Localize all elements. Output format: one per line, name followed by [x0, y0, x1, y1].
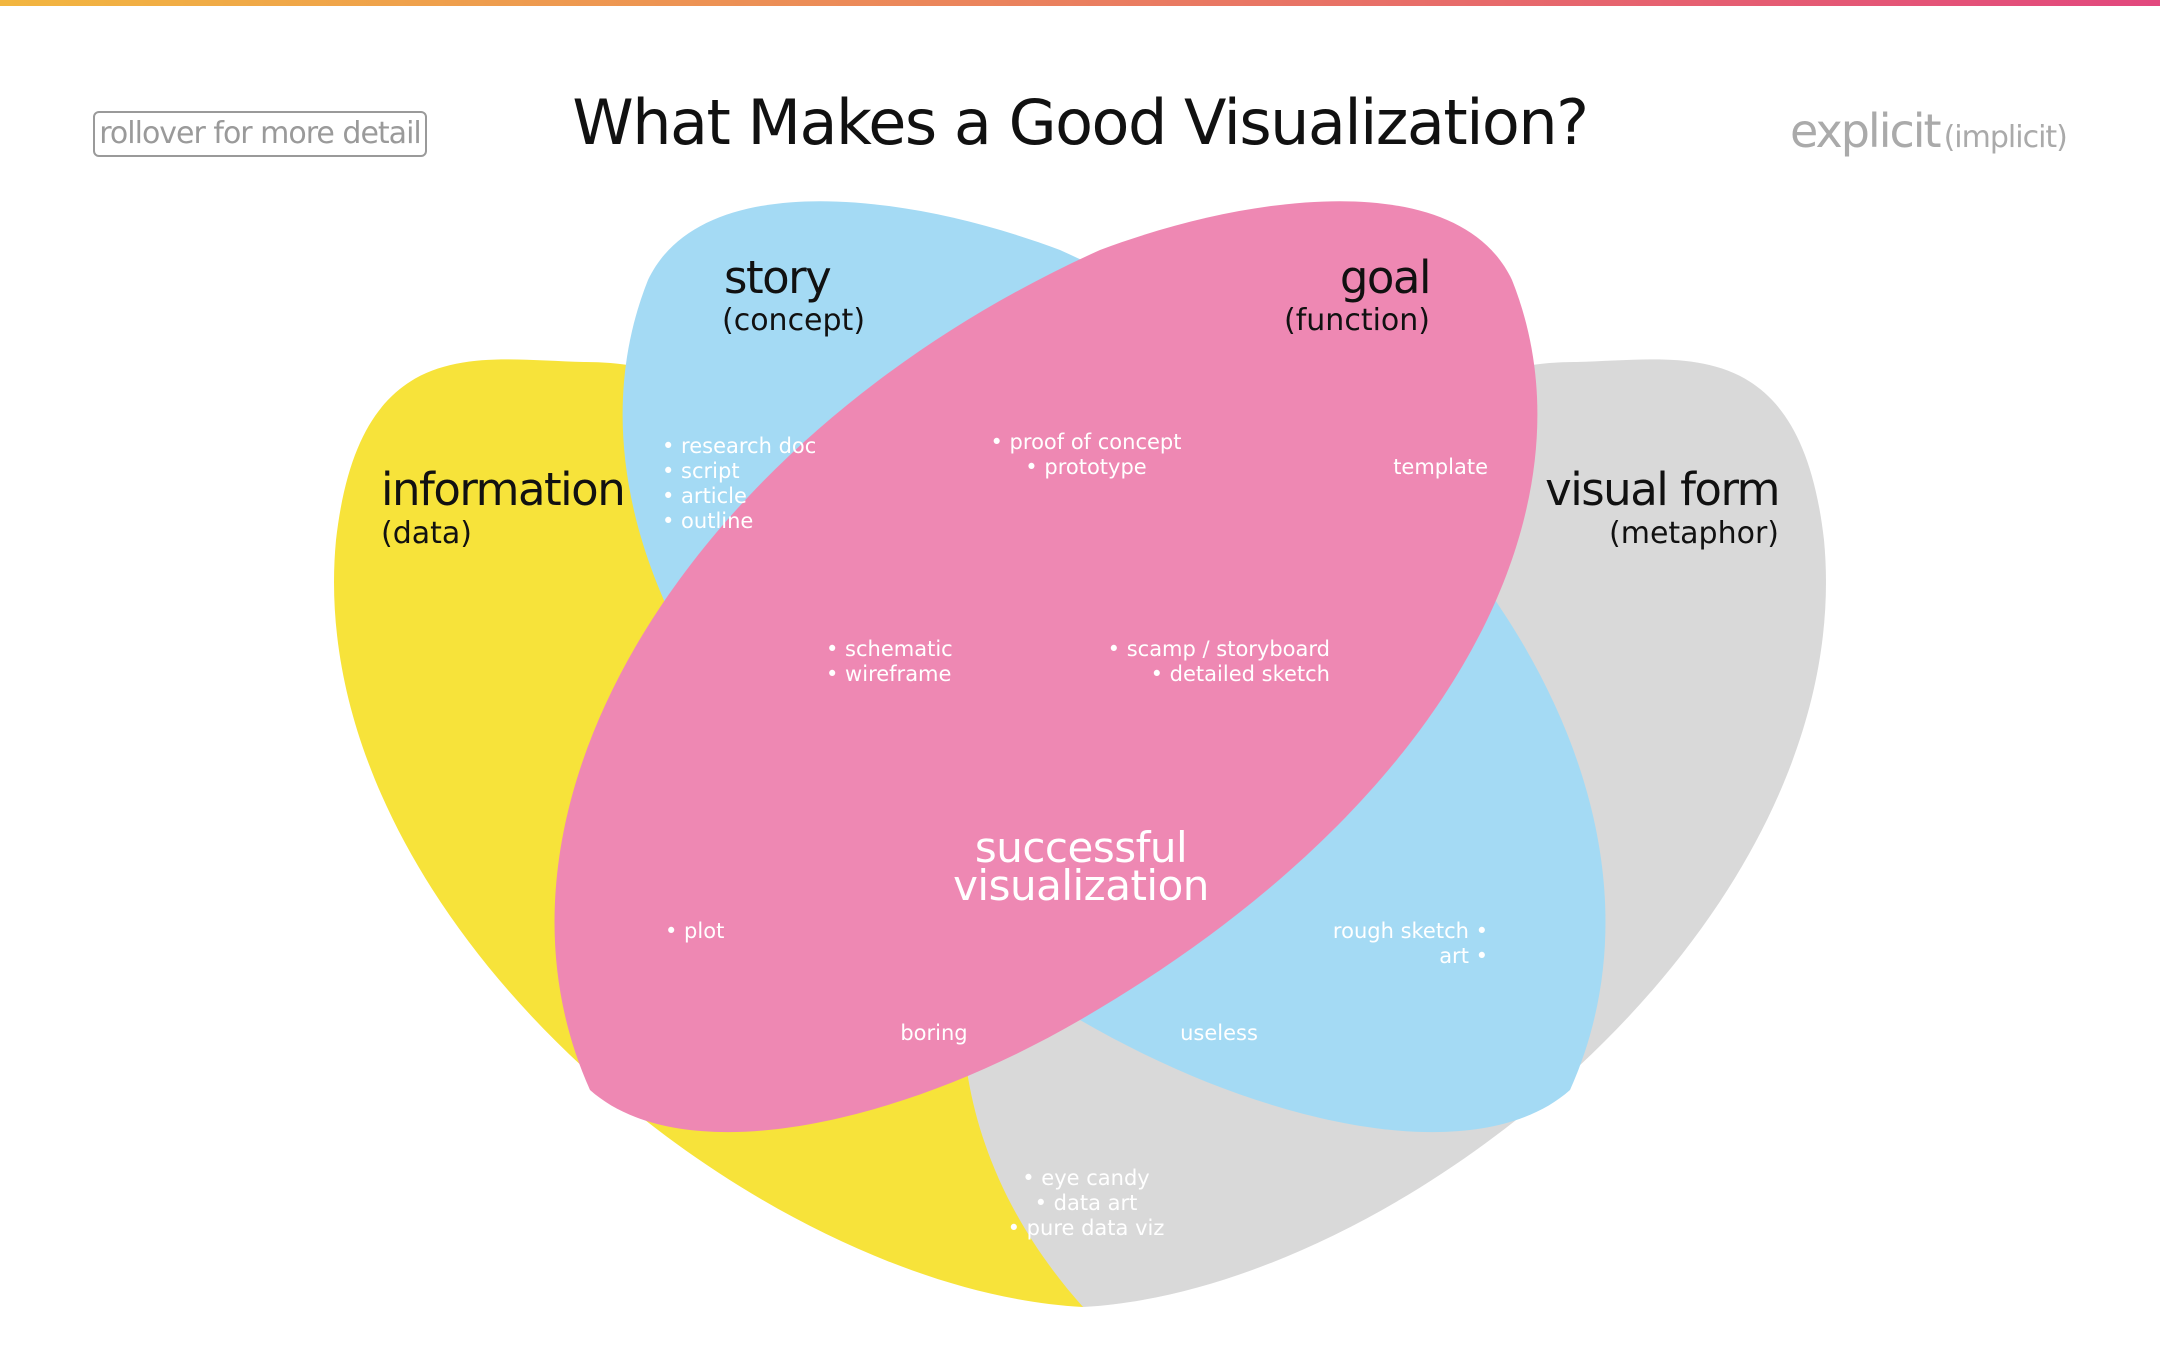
region-item: • eye candy	[1022, 1166, 1150, 1190]
story-subtitle: (concept)	[722, 303, 865, 338]
region-item: • wireframe	[826, 662, 951, 686]
region-item: • detailed sketch	[1151, 662, 1330, 686]
visual-form-subtitle: (metaphor)	[1609, 516, 1779, 551]
region-info-story-goal[interactable]: • schematic • wireframe	[826, 637, 953, 686]
rollover-detail-button[interactable]: rollover for more detail	[93, 111, 427, 157]
region-story-goal-visual[interactable]: • scamp / storyboard • detailed sketch	[1108, 637, 1330, 686]
top-gradient-bar	[0, 0, 2160, 6]
region-center-successful-visualization[interactable]: successful visualization	[953, 823, 1209, 910]
explicit-implicit-toggle[interactable]: explicit(implicit)	[1790, 104, 2068, 158]
region-item: • proof of concept	[991, 430, 1182, 454]
region-info-visual[interactable]: • eye candy • data art • pure data viz	[1008, 1166, 1165, 1240]
region-item: • research doc	[662, 434, 816, 458]
region-item: • article	[662, 484, 747, 508]
region-item: • schematic	[826, 637, 953, 661]
region-item: rough sketch •	[1333, 919, 1488, 943]
toggle-explicit[interactable]: explicit	[1790, 104, 1942, 158]
region-story-visual[interactable]: rough sketch • art •	[1333, 919, 1488, 968]
region-info-goal[interactable]: • plot	[665, 919, 724, 943]
story-title: story	[724, 251, 831, 304]
visual-form-title: visual form	[1545, 463, 1779, 516]
set-goal[interactable]	[554, 201, 1538, 1133]
information-subtitle: (data)	[381, 516, 472, 551]
region-goal-visual[interactable]: template	[1393, 455, 1488, 479]
region-info-goal-visual[interactable]: boring	[900, 1021, 967, 1045]
region-story-goal[interactable]: • proof of concept • prototype	[991, 430, 1182, 479]
goal-title: goal	[1340, 251, 1430, 304]
page-title: What Makes a Good Visualization?	[572, 86, 1589, 159]
region-item: • prototype	[1025, 455, 1146, 479]
region-item: • pure data viz	[1008, 1216, 1165, 1240]
center-label-line: visualization	[953, 861, 1209, 910]
region-item: • outline	[662, 509, 753, 533]
region-item: art •	[1439, 944, 1488, 968]
region-item: • script	[662, 459, 740, 483]
region-item: • scamp / storyboard	[1108, 637, 1330, 661]
center-label-line: successful	[975, 823, 1187, 872]
region-info-story-visual[interactable]: useless	[1180, 1021, 1258, 1045]
region-item: • data art	[1035, 1191, 1138, 1215]
region-info-story[interactable]: • research doc • script • article • outl…	[662, 434, 816, 533]
goal-subtitle: (function)	[1284, 303, 1430, 338]
toggle-implicit[interactable]: (implicit)	[1943, 120, 2068, 155]
information-title: information	[381, 463, 624, 516]
